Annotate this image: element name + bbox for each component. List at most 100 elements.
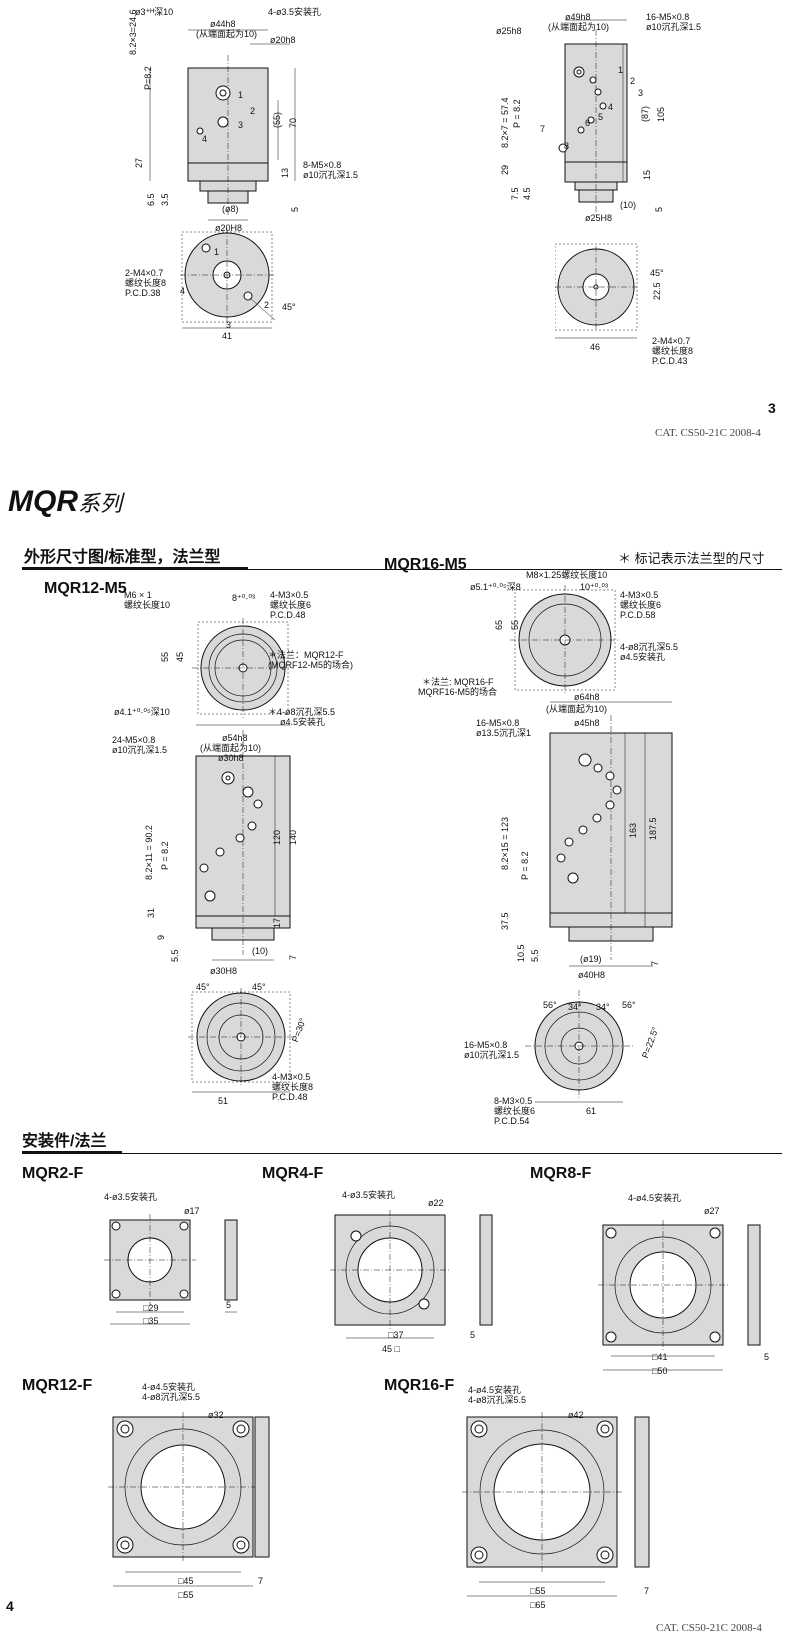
mqr16-label: 187.5 — [648, 817, 658, 840]
series-suffix: 系列 — [78, 491, 123, 516]
mqr16-label: 34° — [568, 1002, 582, 1012]
section-rule-thick — [22, 567, 248, 570]
flange-holes: 4-ø3.5安装孔 — [342, 1190, 396, 1200]
tr-label: (87) — [640, 105, 650, 122]
flange-thick: 5 — [470, 1330, 476, 1340]
tl-label: 70 — [288, 117, 298, 128]
mqr16-label: 37.5 — [500, 912, 510, 930]
tr-label: (从端面起为10) — [548, 22, 610, 32]
tr-label: 45° — [650, 268, 664, 278]
mqr12-label: ø4.5安装孔 — [280, 717, 326, 727]
mqr16-label: ＊法兰: MQR16-F — [422, 677, 494, 687]
flange-inner: □55 — [530, 1586, 546, 1596]
tl-label: 45° — [282, 302, 296, 312]
flange-inner: □41 — [652, 1352, 668, 1362]
tr-label: 2 — [630, 76, 636, 86]
mqr16-label: 16-M5×0.8 — [464, 1040, 508, 1050]
mqr12-label: 5.5 — [170, 949, 180, 962]
tl-label: 3 — [226, 320, 232, 330]
mqr16-label: ø64h8 — [574, 692, 600, 702]
mqr12-label: 55 — [160, 651, 170, 662]
mqr12-label: P.C.D.48 — [272, 1092, 308, 1102]
mqr12-label: (从端面起为10) — [200, 743, 262, 753]
tr-label: 4 — [608, 102, 614, 112]
tl-label: (55) — [272, 111, 282, 128]
model-mqr12-f: MQR12-F — [22, 1377, 93, 1394]
mqr12-label: 45 — [175, 651, 185, 662]
mqr16-label: M8×1.25螺纹长度10 — [526, 570, 608, 580]
tl-label: 3.5 — [160, 193, 170, 206]
tr-label: P = 8.2 — [512, 99, 522, 128]
mqr16-label: ø5.1⁺⁰·⁰⁵深8 — [470, 582, 521, 592]
mqr16-label: 螺纹长度6 — [494, 1106, 536, 1116]
mqr16-label: 10⁺⁰·⁰³ — [580, 582, 608, 592]
mqr16-label: P.C.D.58 — [620, 610, 656, 620]
mqr12-label: 45° — [252, 982, 266, 992]
mqr12-label: 螺纹长度6 — [270, 600, 312, 610]
tr-label: 105 — [656, 106, 666, 122]
mqr16-label: 163 — [628, 822, 638, 838]
mqr12-label: 120 — [272, 829, 282, 845]
mqr8-f-drawing — [598, 1220, 761, 1371]
mqr12-label: 24-M5×0.8 — [112, 735, 156, 745]
tr-label: 22.5 — [652, 282, 662, 300]
tr-label: 2-M4×0.7 — [652, 336, 691, 346]
mqr16-m5-drawing — [510, 585, 673, 1103]
flange-thick: 5 — [764, 1352, 770, 1362]
mqr12-label: 8.2×11 = 90.2 — [144, 825, 154, 880]
tr-label: 5 — [654, 206, 664, 212]
catalog-code: CAT. CS50-21C 2008-4 — [655, 427, 761, 439]
flange-outer: □55 — [178, 1590, 194, 1600]
mqr16-label: 34° — [596, 1002, 610, 1012]
mqr12-label: ø10沉孔深1.5 — [112, 745, 168, 755]
mqr12-label: 9 — [156, 934, 166, 940]
mqr12-label: 31 — [146, 907, 156, 918]
flange-bore: ø27 — [704, 1206, 720, 1216]
tl-label: 4 — [180, 286, 186, 296]
mqr16-label: 16-M5×0.8 — [476, 718, 520, 728]
tl-label: 41 — [222, 331, 233, 341]
tl-label: ø3⁺ᴴ深10 — [135, 7, 174, 17]
mqr12-label: ø4.1⁺⁰·⁰⁵深10 — [114, 707, 170, 717]
flange-thick: 7 — [644, 1586, 650, 1596]
tl-label: 2 — [250, 106, 256, 116]
tr-label: ø25h8 — [496, 26, 522, 36]
mqr16-label: P.C.D.54 — [494, 1116, 530, 1126]
flange-holes: 4-ø3.5安装孔 — [104, 1192, 158, 1202]
mqr12-label: P.C.D.48 — [270, 610, 306, 620]
tl-label: P.C.D.38 — [125, 288, 161, 298]
mqr12-label: ＊4-ø8沉孔深5.5 — [268, 707, 336, 717]
section-title-flanges: 安装件/法兰 — [22, 1133, 107, 1150]
flange-outer: □50 — [652, 1366, 668, 1376]
section-rule — [22, 1153, 782, 1154]
model-mqr4-f: MQR4-F — [262, 1165, 324, 1182]
mqr16-label: 56° — [622, 1000, 636, 1010]
tl-label: 6.5 — [146, 193, 156, 206]
section-rule-thick — [22, 1151, 122, 1154]
tl-label: 1 — [238, 90, 244, 100]
mqr16-label: MQRF16-M5的场合 — [418, 687, 498, 697]
flange-counterbore: 4-ø8沉孔深5.5 — [142, 1392, 201, 1402]
tl-label: ø20H8 — [215, 223, 243, 233]
mqr16-label: 8-M3×0.5 — [494, 1096, 533, 1106]
mqr12-label: 140 — [288, 829, 298, 845]
mqr2-f-drawing — [104, 1214, 238, 1325]
tl-label: ø10沉孔深1.5 — [303, 170, 359, 180]
tl-label: 8.2×3=24.6 — [128, 9, 138, 55]
mqr12-label: ø30h8 — [218, 753, 244, 763]
flange-inner: □45 — [178, 1576, 194, 1586]
mqr16-label: P = 8.2 — [520, 851, 530, 880]
mqr12-label: 4-M3×0.5 — [272, 1072, 311, 1082]
mqr16-label: 4-ø8沉孔深5.5 — [620, 642, 679, 652]
tr-label: 8 — [564, 141, 570, 151]
mqr12-label: 17 — [272, 917, 282, 928]
mqr12-label: (MQRF12-M5的场合) — [268, 660, 353, 670]
mqr12-label: P = 8.2 — [160, 841, 170, 870]
model-mqr16-m5: MQR16-M5 — [384, 556, 467, 573]
tr-label: ø10沉孔深1.5 — [646, 22, 702, 32]
tr-label: 7 — [540, 124, 546, 134]
flange-thick: 5 — [226, 1300, 232, 1310]
mqr16-label: 10.5 — [516, 944, 526, 962]
mqr16-label: 8.2×15 = 123 — [500, 816, 510, 870]
tl-label: 5 — [290, 206, 300, 212]
